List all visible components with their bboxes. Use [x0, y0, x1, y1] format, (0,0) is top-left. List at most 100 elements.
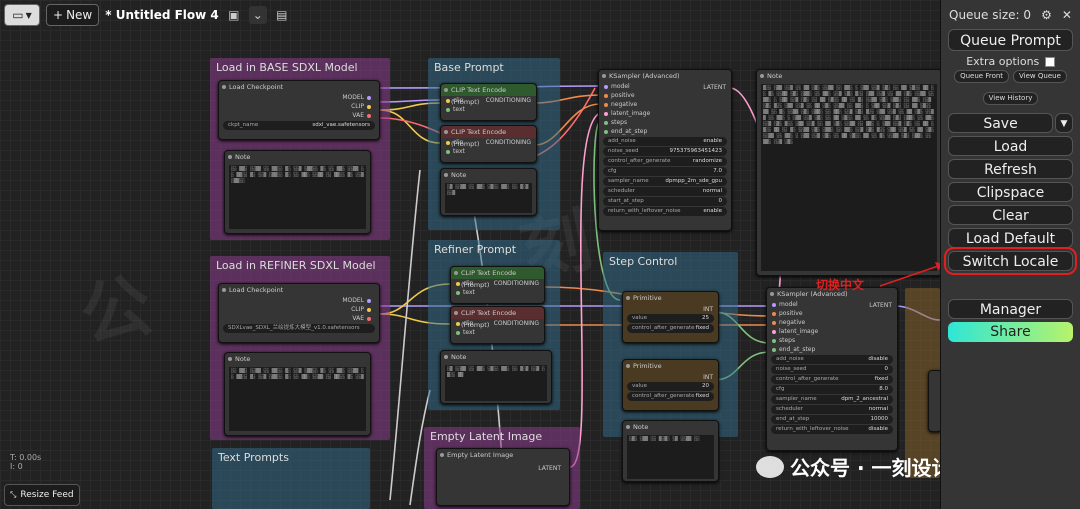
- group-title: Load in BASE SDXL Model: [216, 61, 358, 74]
- input-text: text: [453, 148, 465, 155]
- group-title: Refiner Prompt: [434, 243, 517, 256]
- output-clip: CLIP: [351, 306, 364, 313]
- new-flow-button[interactable]: +New: [46, 4, 100, 26]
- queue-size: Queue size: 0: [949, 8, 1031, 22]
- clear-button[interactable]: Clear: [948, 205, 1073, 225]
- note-text[interactable]: ▒░░ ░▒▒ ░░▒ ░░ ▒▒ ░▒░ ░░▒▒ ░░ ▒▒░ ░ ░▒▒ …: [761, 84, 937, 271]
- image-icon[interactable]: ▣: [228, 8, 240, 22]
- node-title: KSampler (Advanced): [599, 70, 731, 82]
- input-dot: [772, 329, 776, 334]
- queue-row: Queue Front View Queue: [941, 70, 1080, 83]
- note-text[interactable]: ░▒ ░░▒▒ ░░ ▒▒░ ░▒░░ ▒▒░ ░░ ▒░▒ ░░▒ ░▒░░ …: [445, 365, 547, 401]
- node-clip-encode-refiner-neg[interactable]: CLIP Text Encode (Prompt) clipCONDITIONI…: [450, 306, 545, 344]
- node-note-big[interactable]: Note ▒░░ ░▒▒ ░░▒ ░░ ▒▒ ░▒░ ░░▒▒ ░░ ▒▒░ ░…: [756, 69, 942, 276]
- node-clip-encode-positive[interactable]: CLIP Text Encode (Prompt) clipCONDITIONI…: [440, 83, 537, 121]
- group-title: Base Prompt: [434, 61, 504, 74]
- note-text[interactable]: ░░ ▒▒░ ░░▒▒ ░░ ▒▒░░ ▒░ ░░▒ ░▒▒░░ ▒░ ░░ ▒…: [229, 165, 366, 229]
- gear-icon[interactable]: ⚙: [1041, 8, 1052, 22]
- input-clip: clip: [463, 320, 473, 327]
- input-dot: [772, 347, 776, 352]
- node-note-refiner[interactable]: Note ░░ ▒▒░ ░░▒▒ ░░ ▒▒░░ ▒░ ░░▒ ░▒▒░░ ▒░…: [224, 352, 371, 436]
- manager-button[interactable]: Manager: [948, 299, 1073, 319]
- clipspace-button[interactable]: Clipspace: [948, 182, 1073, 202]
- node-clip-encode-refiner-pos[interactable]: CLIP Text Encode (Prompt) clipCONDITIONI…: [450, 266, 545, 304]
- group-title: Empty Latent Image: [430, 430, 543, 443]
- chevron-down-icon[interactable]: ⌄: [248, 6, 267, 24]
- ckpt-name-widget[interactable]: SDXLvae_SDXL_兰绘提炼大模型_v1.0.safetensors: [223, 324, 375, 333]
- resize-feed-button[interactable]: ⤡ Resize Feed: [4, 484, 80, 506]
- node-load-checkpoint-base[interactable]: Load Checkpoint MODEL CLIP VAE ckpt_name…: [218, 80, 380, 140]
- view-history-button[interactable]: View History: [982, 92, 1039, 105]
- node-note-base-prompt[interactable]: Note ░▒ ░░▒▒ ░░ ▒▒░ ░▒░░ ▒▒░ ░░ ▒░▒ ░░▒: [440, 168, 537, 216]
- flow-title[interactable]: * Untitled Flow 4: [105, 8, 219, 22]
- save-disk-icon[interactable]: ▤: [276, 8, 288, 22]
- annotation-label: 切换中文: [816, 278, 865, 292]
- save-dropdown-button[interactable]: ▼: [1055, 113, 1073, 133]
- load-default-button[interactable]: Load Default: [948, 228, 1073, 248]
- input-label: steps: [779, 337, 796, 344]
- node-title: Primitive: [623, 360, 718, 372]
- node-empty-latent-image[interactable]: Empty Latent Image LATENT: [436, 448, 570, 506]
- note-text[interactable]: ░░ ▒▒░ ░░▒▒ ░░ ▒▒░░ ▒░ ░░▒ ░▒▒░░ ▒░ ░░ ▒…: [229, 367, 366, 431]
- ksampler-input-steps: steps: [767, 336, 897, 345]
- ksampler-input-model: model: [599, 82, 731, 91]
- ksampler-input-latent_image: latent_image: [599, 109, 731, 118]
- node-note-refiner-prompt[interactable]: Note ░▒ ░░▒▒ ░░ ▒▒░ ░▒░░ ▒▒░ ░░ ▒░▒ ░░▒ …: [440, 350, 552, 404]
- node-note-step[interactable]: Note ░▒░ ░▒▒ ░░ ▒░▒░ ░▒ ░░▒▒ ░░: [622, 420, 719, 482]
- node-title: Note: [225, 353, 370, 365]
- input-dot: [604, 93, 608, 98]
- group-text-prompts[interactable]: Text Prompts: [212, 448, 370, 509]
- queue-front-button[interactable]: Queue Front: [954, 70, 1010, 83]
- input-label: end_at_step: [779, 346, 816, 353]
- folder-icon: ▭: [12, 8, 24, 22]
- ksampler-input-positive: positive: [599, 91, 731, 100]
- close-icon[interactable]: ✕: [1061, 8, 1072, 22]
- share-button[interactable]: Share: [948, 322, 1073, 342]
- workflow-menu-button[interactable]: ▭▼: [4, 4, 40, 26]
- refresh-button[interactable]: Refresh: [948, 159, 1073, 179]
- switch-locale-button[interactable]: Switch Locale: [944, 247, 1077, 275]
- input-dot: [604, 120, 608, 125]
- node-load-checkpoint-refiner[interactable]: Load Checkpoint MODEL CLIP VAE SDXLvae_S…: [218, 283, 380, 343]
- note-text[interactable]: ░▒░ ░▒▒ ░░ ▒░▒░ ░▒ ░░▒▒ ░░: [627, 435, 714, 479]
- node-note-base[interactable]: Note ░░ ▒▒░ ░░▒▒ ░░ ▒▒░░ ▒░ ░░▒ ░▒▒░░ ▒░…: [224, 150, 371, 234]
- node-title: Note: [441, 169, 536, 181]
- extra-options-checkbox[interactable]: [1044, 57, 1055, 67]
- input-clip: clip: [463, 280, 473, 287]
- view-queue-button[interactable]: View Queue: [1013, 70, 1067, 83]
- save-button[interactable]: Save: [948, 113, 1053, 133]
- output-latent: LATENT: [538, 465, 561, 472]
- group-title: Step Control: [609, 255, 678, 268]
- note-text[interactable]: ░▒ ░░▒▒ ░░ ▒▒░ ░▒░░ ▒▒░ ░░ ▒░▒ ░░▒: [445, 183, 532, 213]
- node-clip-encode-negative[interactable]: CLIP Text Encode (Prompt) clipCONDITIONI…: [440, 125, 537, 163]
- wechat-icon: [756, 455, 784, 478]
- queue-prompt-button[interactable]: Queue Prompt: [948, 29, 1073, 51]
- load-button[interactable]: Load: [948, 136, 1073, 156]
